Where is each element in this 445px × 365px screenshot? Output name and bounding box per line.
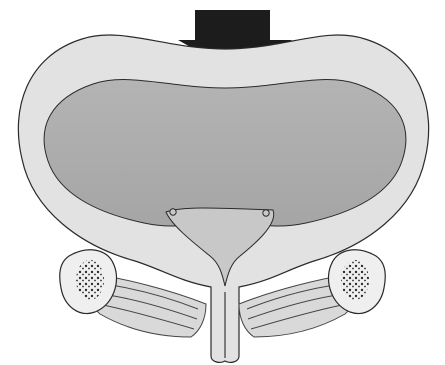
ureteral-orifice-left: [170, 209, 176, 215]
bone-marrow-right: [341, 260, 369, 300]
ureteral-orifice-right: [263, 210, 269, 216]
bone-marrow-left: [76, 260, 104, 300]
